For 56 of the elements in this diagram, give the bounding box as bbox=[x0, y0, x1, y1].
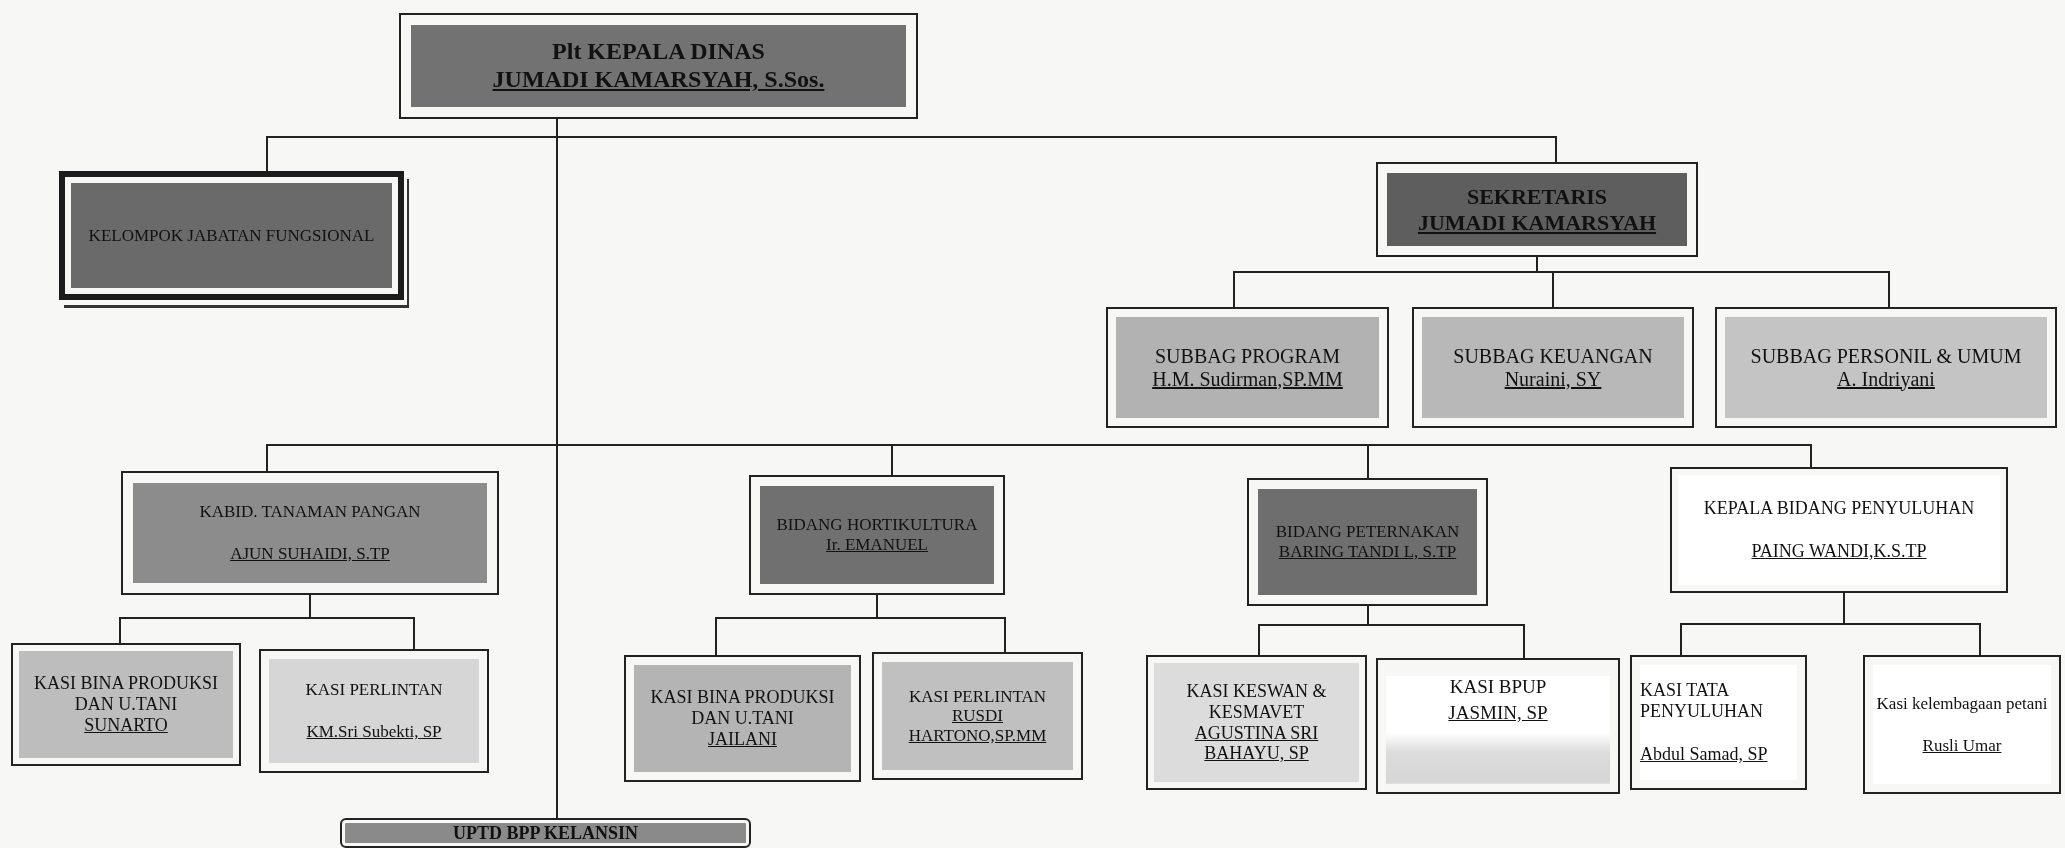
position-title: KASI PERLINTAN bbox=[909, 686, 1046, 707]
org-chart-box bbox=[259, 649, 489, 773]
org-chart-box bbox=[1670, 467, 2008, 593]
position-title: KASI BPUP bbox=[1449, 676, 1547, 698]
org-chart-box bbox=[340, 818, 751, 848]
org-chart-box bbox=[1247, 478, 1488, 606]
person-name: A. Indriyani bbox=[1837, 367, 1935, 391]
person-name: Ir. EMANUEL bbox=[826, 535, 928, 555]
position-title: Plt KEPALA DINAS bbox=[552, 38, 765, 66]
person-name: JASMIN, SP bbox=[1448, 701, 1548, 724]
org-chart-box bbox=[1715, 307, 2057, 428]
org-chart-box bbox=[1412, 307, 1694, 428]
person-name: H.M. Sudirman,SP.MM bbox=[1152, 367, 1343, 391]
position-title: SUBBAG PROGRAM bbox=[1154, 344, 1341, 368]
person-name: JUMADI KAMARSYAH, S.Sos. bbox=[492, 66, 825, 94]
org-chart-box bbox=[872, 652, 1083, 780]
position-title: KABID. TANAMAN PANGAN bbox=[199, 502, 421, 522]
position-title: UPTD BPP KELANSIN bbox=[453, 824, 638, 842]
position-title: SEKRETARIS bbox=[1466, 184, 1608, 210]
position-title: KASI BINA PRODUKSI DAN U.TANI bbox=[649, 687, 836, 729]
position-title: Kasi kelembagaan petani bbox=[1876, 693, 2048, 714]
person-name: Rusli Umar bbox=[1922, 735, 2002, 756]
connector-line bbox=[1367, 605, 1525, 659]
person-name: BARING TANDI L, S.TP bbox=[1278, 542, 1457, 562]
person-name: Nuraini, SY bbox=[1504, 367, 1602, 391]
position-title: KASI KESWAN & KESMAVET bbox=[1185, 681, 1328, 723]
position-title: KELOMPOK JABATAN FUNGSIONAL bbox=[88, 225, 375, 246]
org-chart-box bbox=[624, 655, 861, 782]
org-chart-box bbox=[749, 475, 1005, 595]
person-name: KM.Sri Subekti, SP bbox=[306, 722, 442, 742]
person-name: RUSDI HARTONO,SP.MM bbox=[907, 706, 1048, 746]
person-name: Abdul Samad, SP bbox=[1640, 743, 1768, 765]
position-title: KASI PERLINTAN bbox=[305, 680, 443, 700]
person-name: JAILANI bbox=[708, 728, 777, 750]
position-title: BIDANG HORTIKULTURA bbox=[776, 515, 978, 535]
org-chart-box bbox=[11, 643, 241, 766]
org-chart-box bbox=[399, 13, 918, 119]
position-title: SUBBAG PERSONIL & UMUM bbox=[1750, 344, 2022, 368]
connector-line bbox=[1843, 592, 1981, 656]
person-name: AGUSTINA SRI BAHAYU, SP bbox=[1193, 722, 1320, 764]
org-chart-box bbox=[1106, 307, 1389, 428]
position-title: BIDANG PETERNAKAN bbox=[1275, 522, 1460, 542]
org-chart-box bbox=[1146, 655, 1367, 790]
position-title: KASI BINA PRODUKSI DAN U.TANI bbox=[33, 673, 219, 715]
person-name: JUMADI KAMARSYAH bbox=[1417, 209, 1657, 235]
org-chart-box bbox=[1376, 162, 1698, 257]
position-title: KEPALA BIDANG PENYULUHAN bbox=[1703, 498, 1975, 519]
position-title: SUBBAG KEUANGAN bbox=[1453, 344, 1653, 368]
person-name: PAING WANDI,K.S.TP bbox=[1751, 541, 1927, 562]
person-name: AJUN SUHAIDI, S.TP bbox=[230, 544, 390, 564]
org-chart-box bbox=[121, 471, 499, 595]
position-title: KASI TATA PENYULUHAN bbox=[1640, 680, 1764, 722]
person-name: SUNARTO bbox=[84, 714, 168, 736]
org-chart-box bbox=[1376, 658, 1620, 794]
org-chart-box bbox=[1630, 655, 1807, 790]
org-chart-box bbox=[1863, 655, 2061, 794]
